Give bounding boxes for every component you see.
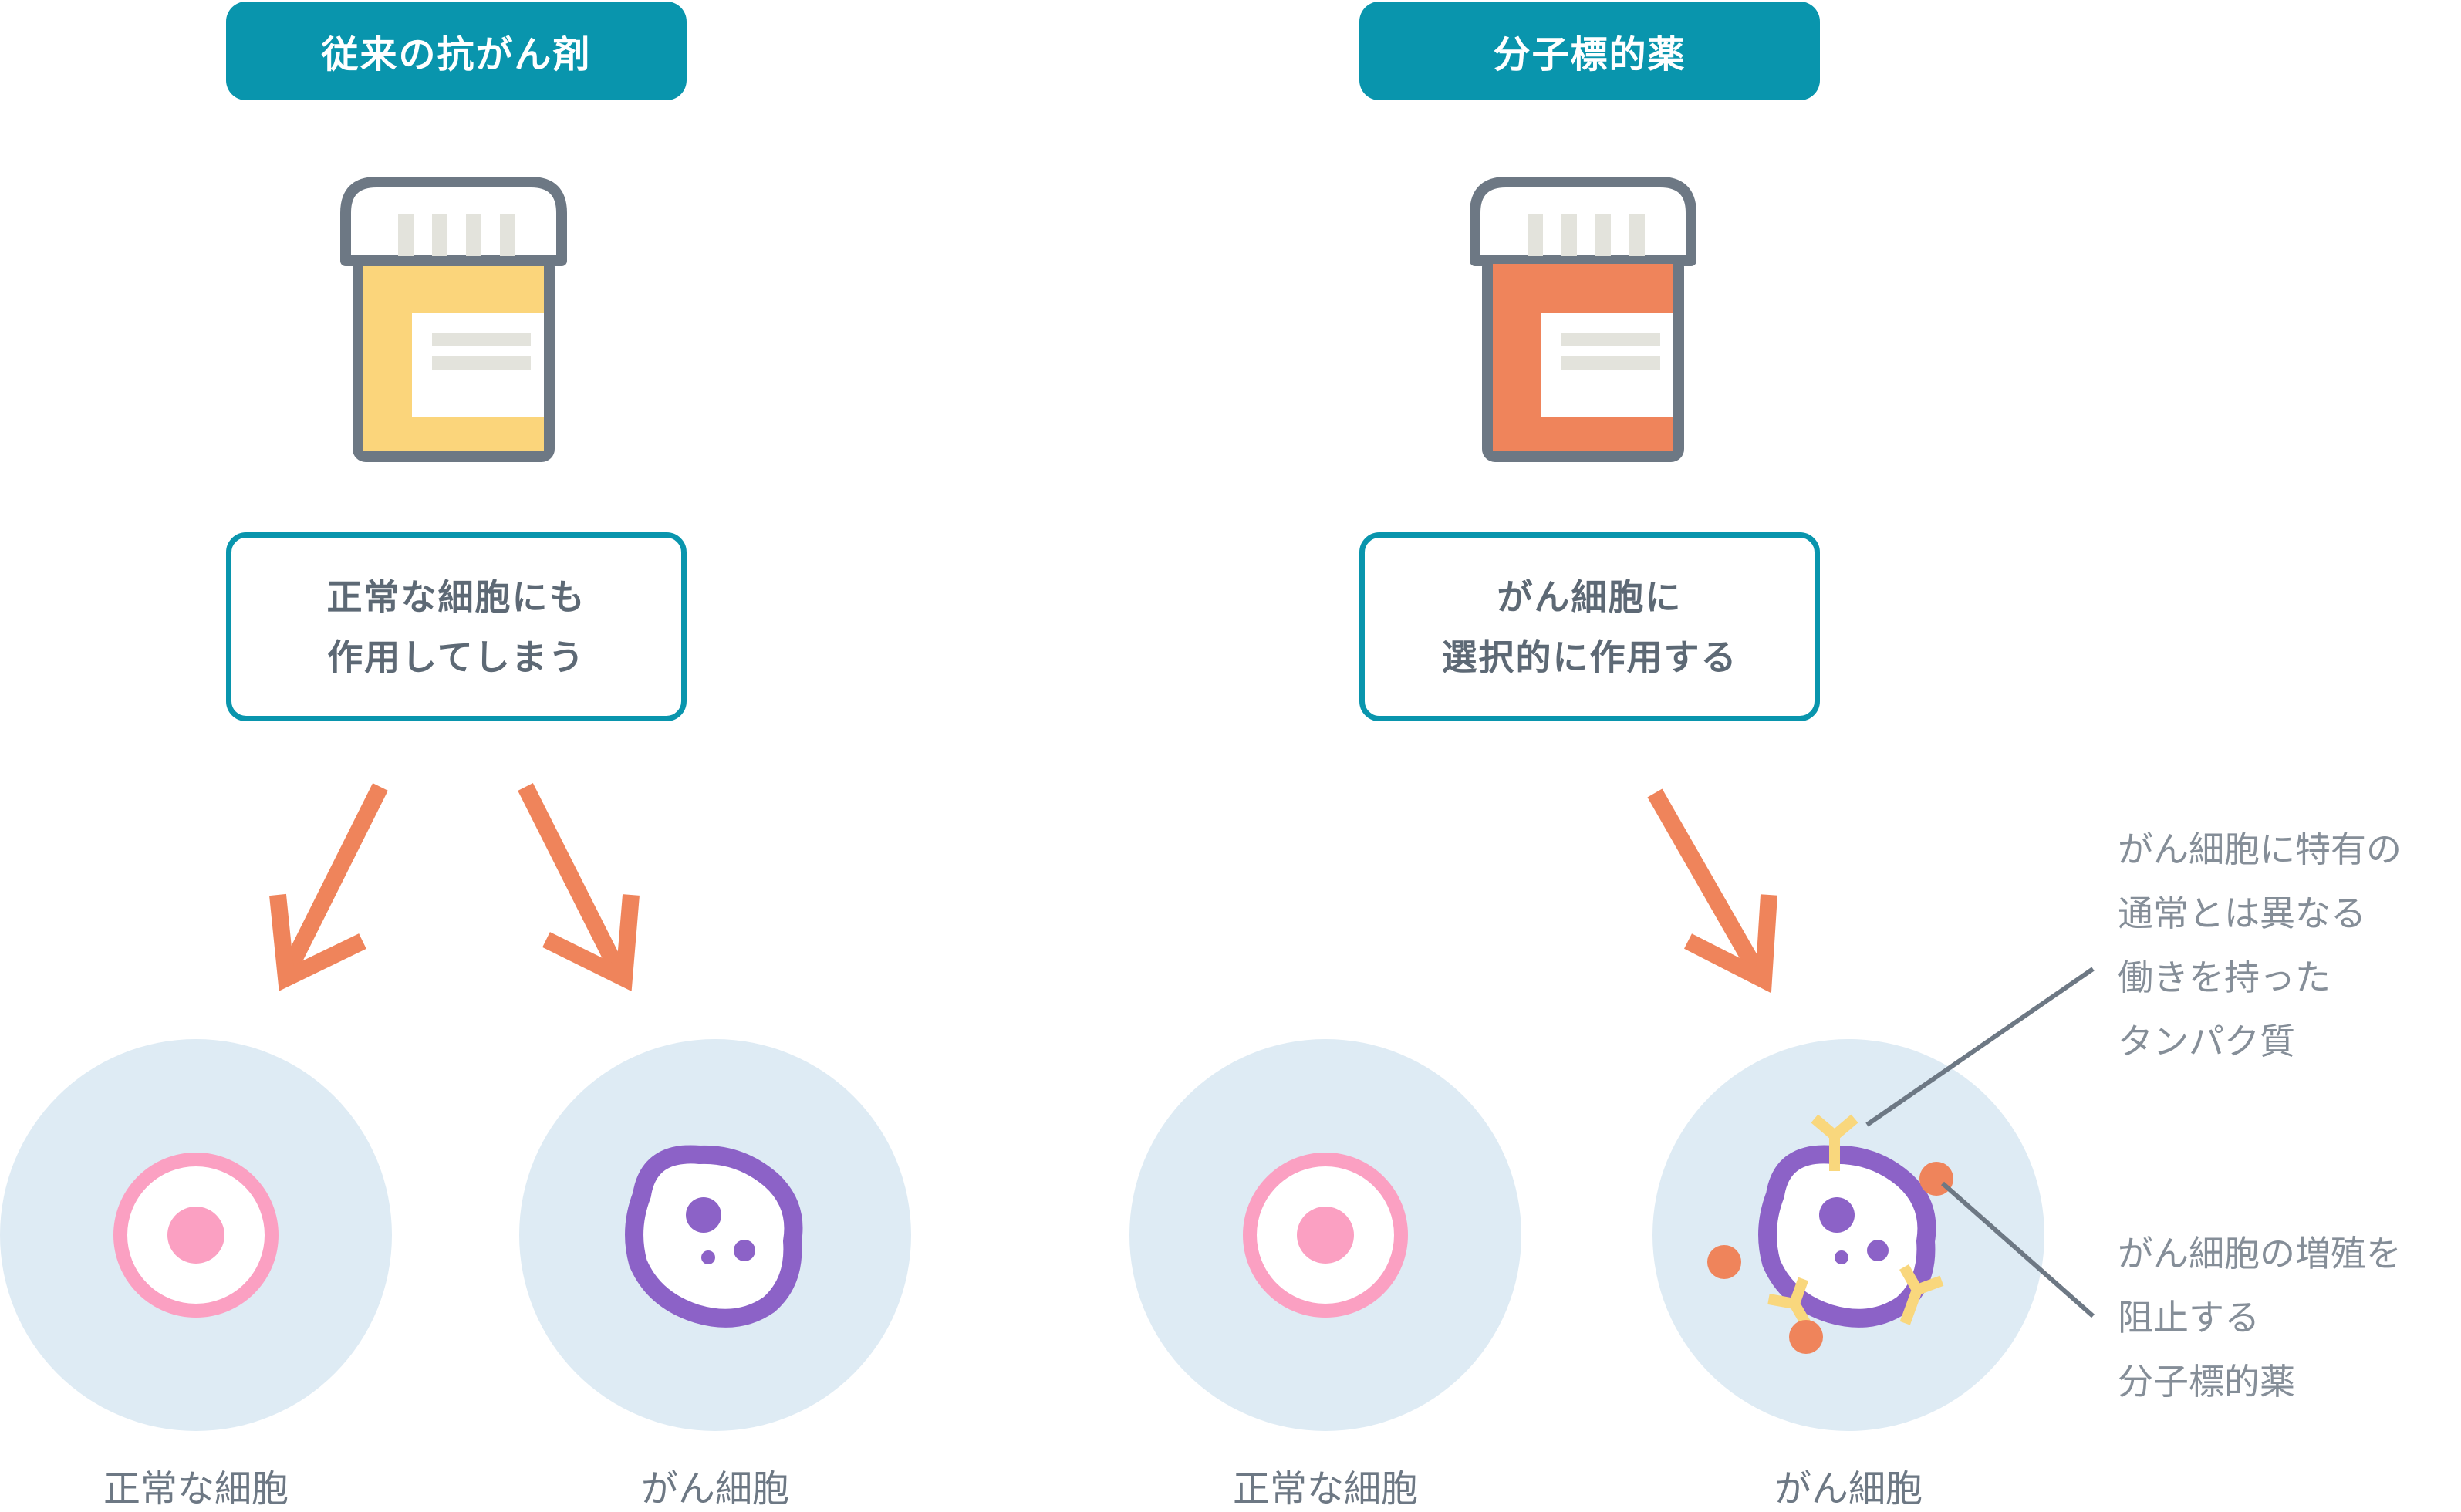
effect-line: 作用してしまう xyxy=(327,636,586,678)
caption-cancer-cell: がん細胞 xyxy=(1774,1467,1923,1510)
arrow-icon xyxy=(1647,788,1777,994)
medicine-bottle-icon xyxy=(346,182,562,457)
note-line: 阻止する xyxy=(2118,1297,2260,1338)
arrow-icon xyxy=(269,783,388,991)
caption-cancer-cell: がん細胞 xyxy=(640,1467,789,1510)
note-line: がん細胞に特有の xyxy=(2118,829,2402,870)
cancer-cell-icon xyxy=(1767,1154,1926,1318)
medicine-bottle-icon xyxy=(1475,182,1691,457)
left-header: 従来の抗がん剤 xyxy=(226,2,687,100)
effect-line: がん細胞に xyxy=(1497,575,1683,618)
arrow-icon xyxy=(518,783,640,992)
leader-line xyxy=(1865,967,2095,1127)
right-effect-box: がん細胞に 選択的に作用する xyxy=(1359,532,1820,721)
note-line: タンパク質 xyxy=(2118,1021,2295,1062)
effect-line: 選択的に作用する xyxy=(1441,636,1738,678)
left-effect-box: 正常な細胞にも 作用してしまう xyxy=(226,532,687,721)
normal-cell-icon xyxy=(1250,1159,1401,1311)
note-line: 通常とは異なる xyxy=(2118,893,2366,934)
note-line: がん細胞の増殖を xyxy=(2118,1233,2402,1274)
cancer-cell-icon xyxy=(634,1154,793,1318)
caption-normal-cell: 正常な細胞 xyxy=(103,1467,289,1510)
caption-normal-cell: 正常な細胞 xyxy=(1232,1467,1418,1510)
note-line: 分子標的薬 xyxy=(2118,1361,2295,1402)
note-drug: がん細胞の増殖を 阻止する 分子標的薬 xyxy=(2118,1222,2402,1414)
leader-line xyxy=(1941,1181,2095,1318)
normal-cell-icon xyxy=(120,1159,272,1311)
effect-line: 正常な細胞にも xyxy=(326,575,586,618)
note-protein: がん細胞に特有の 通常とは異なる 働きを持った タンパク質 xyxy=(2118,818,2402,1074)
note-line: 働きを持った xyxy=(2118,957,2331,998)
right-header: 分子標的薬 xyxy=(1359,2,1820,100)
drug-dot xyxy=(1707,1245,1741,1279)
drug-dot xyxy=(1789,1320,1823,1354)
